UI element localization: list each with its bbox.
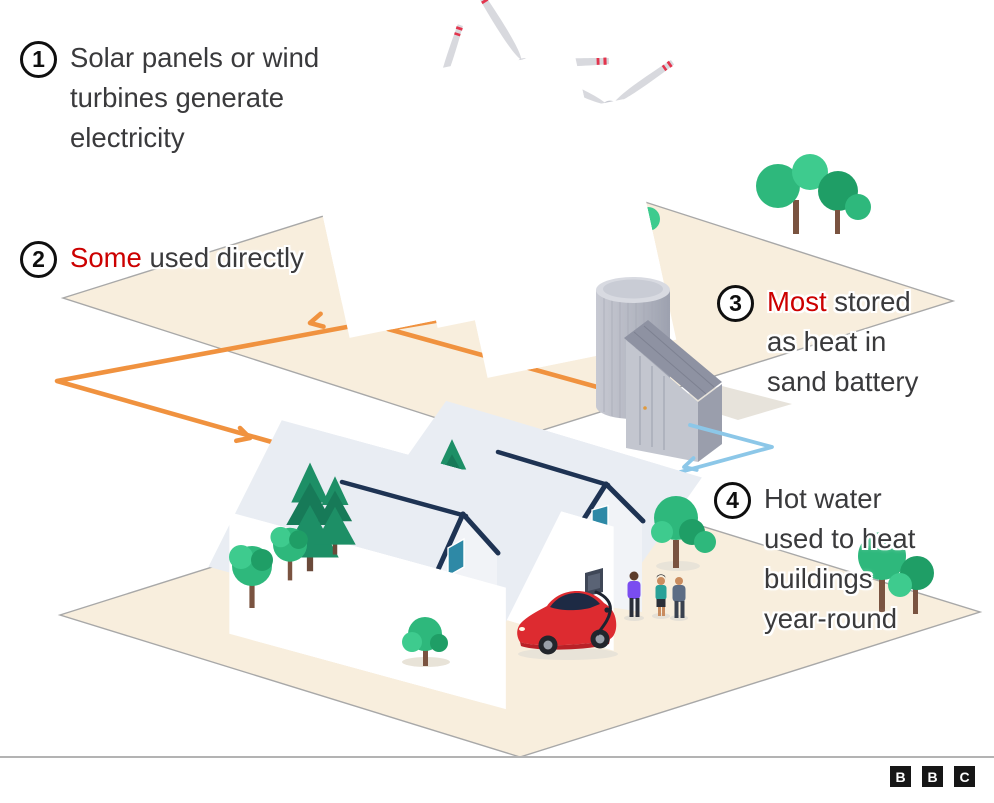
step-1: 1 Solar panels or wind turbines generate… (20, 38, 390, 158)
step-2: 2 Some used directly (20, 238, 380, 278)
window-row (229, 512, 506, 710)
person (652, 574, 670, 619)
bush (402, 617, 450, 667)
sand-battery (596, 277, 722, 462)
bbc-logo-block: C (954, 766, 975, 787)
footer-divider (0, 756, 994, 758)
step-1-number: 1 (20, 41, 57, 78)
step-3-highlight: Most (767, 286, 827, 317)
step-3: 3 Most stored as heat in sand battery (717, 282, 957, 402)
step-1-text: Solar panels or wind turbines generate e… (70, 42, 320, 153)
step-4-text: Hot water used to heat buildings year-ro… (764, 483, 916, 634)
charging-cable (594, 590, 612, 636)
person (624, 571, 644, 621)
step-3-number: 3 (717, 285, 754, 322)
step-2-text: Some used directly (70, 242, 304, 273)
step-2-number: 2 (20, 241, 57, 278)
person (670, 577, 688, 621)
tree (756, 154, 871, 234)
sand-battery-shed (626, 340, 698, 462)
step-4: 4 Hot water used to heat buildings year-… (714, 479, 964, 639)
step-4-number: 4 (714, 482, 751, 519)
bbc-logo-block: B (890, 766, 911, 787)
bbc-logo: B B C (890, 766, 975, 787)
tree (858, 532, 934, 614)
ev-car (517, 590, 618, 660)
bbc-logo-block: B (922, 766, 943, 787)
charging-station (585, 568, 603, 597)
solar-panel (434, 99, 677, 378)
step-3-text: Most stored as heat in sand battery (767, 286, 919, 397)
step-2-highlight: Some (70, 242, 142, 273)
tree (651, 496, 716, 571)
